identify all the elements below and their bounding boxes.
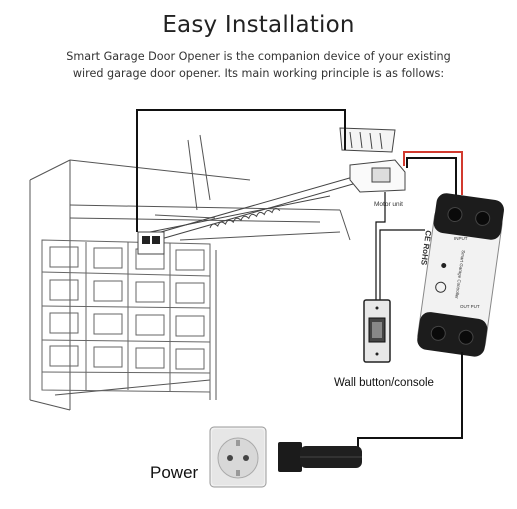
power-label: Power	[150, 463, 199, 482]
garage-frame	[29, 134, 351, 411]
motor-unit	[339, 127, 406, 193]
page-title: Easy Installation	[162, 12, 355, 38]
page-subtitle: Smart Garage Door Opener is the companio…	[20, 48, 497, 82]
device-output-label: OUT PUT	[460, 304, 480, 309]
subtitle-line-1: Smart Garage Door Opener is the companio…	[66, 50, 451, 63]
power-socket	[209, 426, 267, 488]
smart-garage-controller	[417, 193, 504, 357]
trolley	[142, 236, 160, 244]
device-input-label: INPUT	[454, 236, 468, 241]
device-model-label: Smart Garage Controller	[454, 250, 466, 300]
control-loop-wire	[136, 109, 346, 232]
wall-button-wires	[375, 192, 425, 300]
opener-rail	[137, 174, 361, 255]
motor-unit-label: Motor unit	[374, 201, 403, 208]
motor-wires	[403, 151, 463, 195]
wall-button-console	[363, 299, 391, 363]
garage-door	[41, 239, 211, 393]
power-cable	[357, 352, 463, 455]
power-plug	[278, 442, 362, 472]
subtitle-line-2: wired garage door opener. Its main worki…	[72, 67, 445, 80]
wall-button-label: Wall button/console	[334, 377, 434, 389]
